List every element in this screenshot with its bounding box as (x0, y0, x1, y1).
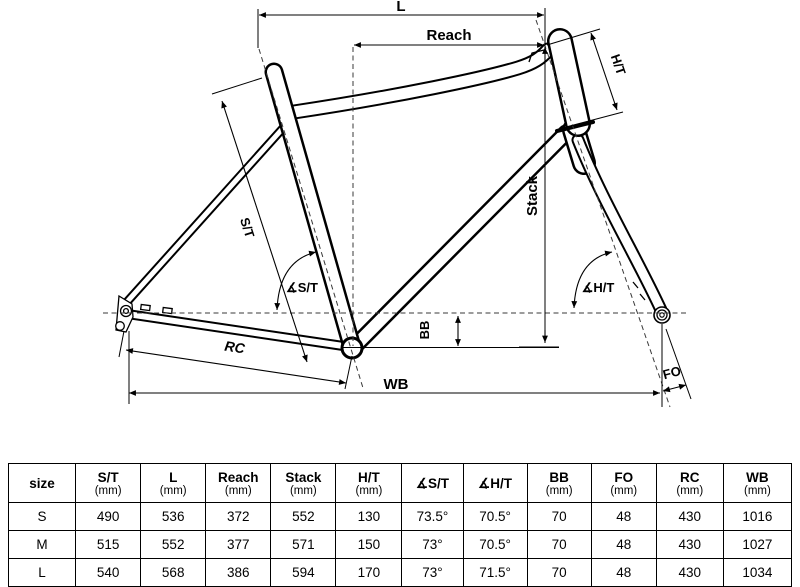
label-wheelbase: WB (384, 376, 409, 393)
dimension-top-tube-length: L (259, 0, 545, 18)
table-cell: 568 (140, 558, 207, 587)
dimension-seat-tube: S/T (211, 77, 308, 363)
column-header-wb: WB(mm) (722, 463, 793, 503)
table-cell: 48 (590, 502, 657, 531)
rear-axle (119, 304, 133, 318)
table-cell: 430 (655, 558, 724, 587)
dimension-bb-drop: BB (417, 316, 461, 346)
label-seat-tube: S/T (237, 216, 258, 240)
table-cell: 571 (270, 530, 337, 559)
column-header-reach: Reach(mm) (205, 463, 272, 503)
table-row-size-s: S 490 536 372 552 130 73.5° 70.5° 70 48 … (7, 502, 793, 531)
dimension-seat-tube-angle: ∡S/T (274, 250, 318, 311)
dimension-fork-offset: FO (661, 363, 687, 393)
column-header-st-angle: ∡S/T (401, 463, 464, 503)
table-cell: 430 (655, 530, 724, 559)
table-cell: 515 (75, 530, 142, 559)
column-header-rc: RC(mm) (655, 463, 724, 503)
label-fork-offset: FO (661, 363, 682, 382)
table-cell: 48 (590, 558, 657, 587)
frame-geometry-diagram: L Reach Stack H/T S/T ∡S/T ∡H/T BB RC (103, 0, 692, 408)
table-cell: 73.5° (401, 502, 464, 531)
label-seat-tube-angle: ∡S/T (286, 280, 318, 295)
column-header-st: S/T(mm) (75, 463, 142, 503)
header-row: size S/T(mm) L(mm) Reach(mm) Stack(mm) H… (7, 463, 793, 503)
dimension-wheelbase: WB (128, 324, 663, 407)
table-cell: 540 (75, 558, 142, 587)
dimension-stack: Stack (519, 47, 559, 348)
column-header-ht-angle: ∡H/T (462, 463, 528, 503)
label-stack: Stack (524, 175, 541, 216)
table-cell: 73° (401, 558, 464, 587)
table-cell: S (7, 502, 77, 531)
bike-frame-drawing (115, 28, 671, 360)
label-rear-center: RC (224, 338, 247, 357)
table-cell: M (7, 530, 77, 559)
table-cell: 372 (205, 502, 272, 531)
column-header-l: L(mm) (140, 463, 207, 503)
column-header-stack: Stack(mm) (270, 463, 337, 503)
table-cell: 70 (526, 502, 592, 531)
table-cell: 71.5° (462, 558, 528, 587)
table-cell: 70.5° (462, 502, 528, 531)
table-cell: 70 (526, 558, 592, 587)
table-cell: 552 (270, 502, 337, 531)
table-cell: 170 (335, 558, 403, 587)
table-cell: 594 (270, 558, 337, 587)
label-top-tube-length: L (396, 0, 405, 15)
table-cell: L (7, 558, 77, 587)
table-cell: 70 (526, 530, 592, 559)
column-header-fo: FO(mm) (590, 463, 657, 503)
column-header-size: size (7, 463, 77, 503)
table-cell: 130 (335, 502, 403, 531)
column-header-ht: H/T(mm) (335, 463, 403, 503)
dimension-rear-center: RC (118, 330, 353, 390)
table-cell: 386 (205, 558, 272, 587)
table-cell: 150 (335, 530, 403, 559)
table-cell: 1027 (722, 530, 793, 559)
geometry-table: size S/T(mm) L(mm) Reach(mm) Stack(mm) H… (7, 463, 793, 587)
table-cell: 552 (140, 530, 207, 559)
table-cell: 490 (75, 502, 142, 531)
table-cell: 536 (140, 502, 207, 531)
column-header-bb: BB(mm) (526, 463, 592, 503)
label-head-tube: H/T (608, 52, 629, 77)
table-cell: 48 (590, 530, 657, 559)
table-cell: 377 (205, 530, 272, 559)
dimension-head-tube-angle: ∡H/T (571, 250, 615, 309)
label-bb-drop: BB (417, 321, 432, 340)
reference-lines (103, 8, 692, 408)
table-cell: 1016 (722, 502, 793, 531)
table-cell: 73° (401, 530, 464, 559)
dimension-head-tube: H/T (546, 28, 629, 128)
dimension-reach: Reach (354, 27, 545, 48)
front-axle (653, 306, 671, 324)
table-row-size-l: L 540 568 386 594 170 73° 71.5° 70 48 43… (7, 558, 793, 587)
table-cell: 1034 (722, 558, 793, 587)
table-row-size-m: M 515 552 377 571 150 73° 70.5° 70 48 43… (7, 530, 793, 559)
label-head-tube-angle: ∡H/T (582, 280, 615, 295)
table-cell: 430 (655, 502, 724, 531)
label-reach: Reach (426, 27, 471, 44)
table-cell: 70.5° (462, 530, 528, 559)
